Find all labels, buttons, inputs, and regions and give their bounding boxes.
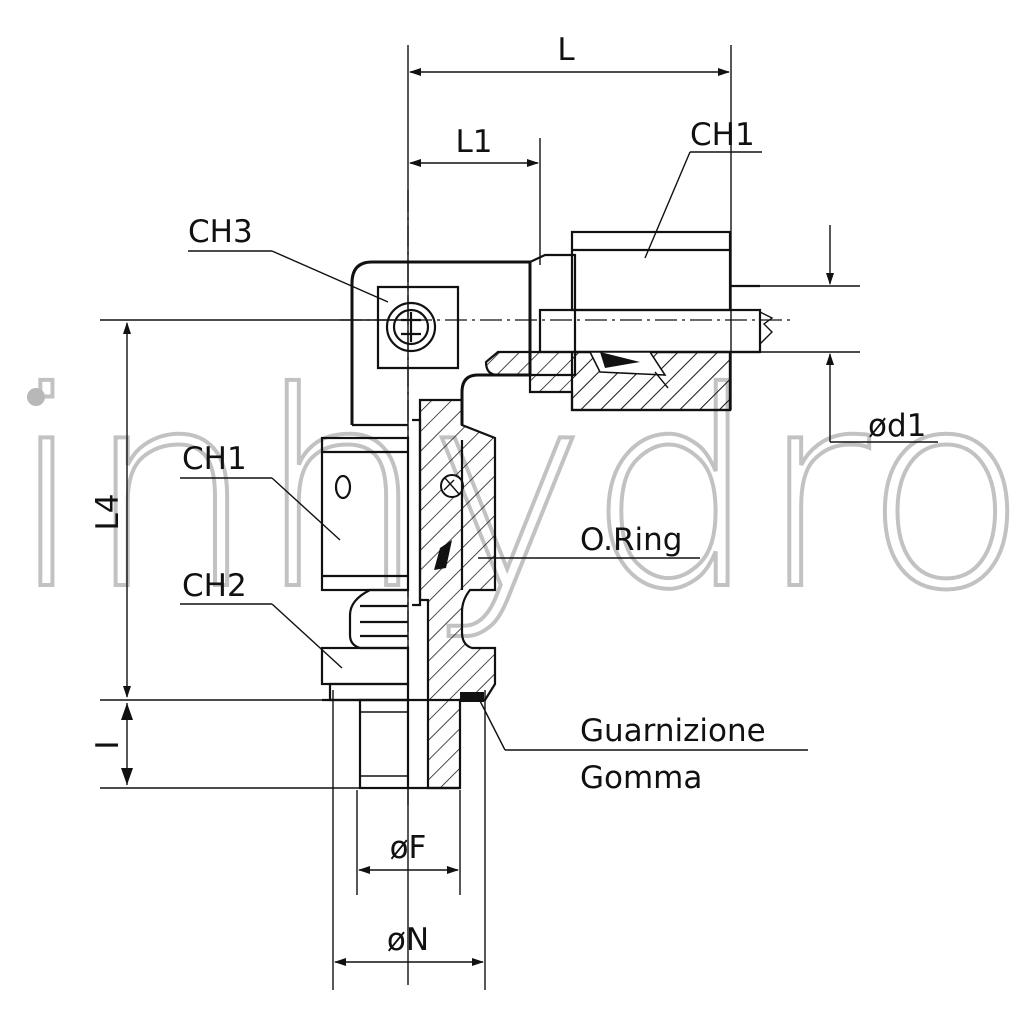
label-ch2: CH2 <box>182 568 247 604</box>
dim-label-I: I <box>90 740 126 749</box>
label-gasket-line1: Guarnizione <box>580 713 766 749</box>
label-ch1-top: CH1 <box>690 117 755 153</box>
dim-label-F: øF <box>390 830 427 866</box>
dim-label-L: L <box>557 32 575 68</box>
label-gasket-line2: Gomma <box>580 760 702 796</box>
label-ch1-side: CH1 <box>182 441 247 477</box>
dimension-lines <box>100 45 938 990</box>
horizontal-branch <box>484 230 774 412</box>
watermark-dot <box>27 388 45 406</box>
dim-label-L1: L1 <box>456 124 493 160</box>
vertical-branch <box>320 398 497 790</box>
dim-label-L4: L4 <box>90 494 126 531</box>
label-ch3: CH3 <box>188 214 253 250</box>
dim-label-N: øN <box>387 922 429 958</box>
watermark-text: inhydro <box>10 334 1024 649</box>
leader-lines <box>180 151 808 751</box>
dim-label-d1: ød1 <box>868 408 926 444</box>
label-oring: O.Ring <box>580 522 682 558</box>
